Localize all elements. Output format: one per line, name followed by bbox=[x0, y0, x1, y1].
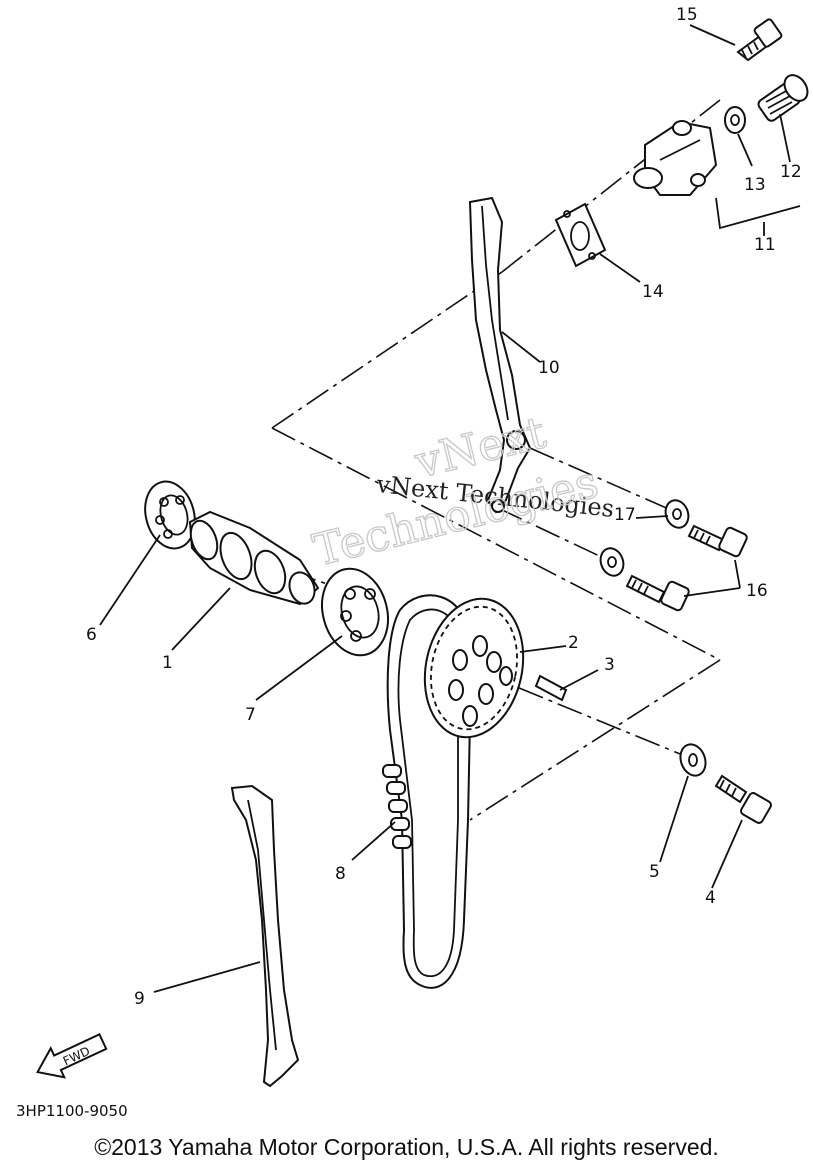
watermark: vNext Technologies vNext Technologies bbox=[308, 407, 616, 578]
camshaft-bearing-left bbox=[144, 480, 196, 550]
tensioner-washer bbox=[724, 106, 746, 134]
tensioner-gasket bbox=[554, 202, 607, 268]
copyright-notice: ©2013 Yamaha Motor Corporation, U.S.A. A… bbox=[94, 1134, 719, 1160]
callout-14: 14 bbox=[642, 282, 664, 302]
callout-12: 12 bbox=[780, 162, 802, 182]
callout-16: 16 bbox=[746, 581, 768, 601]
callout-6: 6 bbox=[86, 625, 97, 645]
diagram-code: 3HP1100-9050 bbox=[16, 1102, 128, 1120]
sprocket-washer bbox=[679, 743, 707, 777]
sprocket-bolt bbox=[714, 774, 772, 824]
cam-chain-tensioner bbox=[633, 120, 718, 196]
cam-sprocket bbox=[423, 597, 525, 739]
callout-8: 8 bbox=[335, 864, 346, 884]
callout-1: 1 bbox=[162, 653, 173, 673]
forward-arrow-icon: FWD bbox=[36, 1033, 108, 1079]
tensioner-cap-bolt bbox=[757, 74, 809, 122]
chain-guide-intake bbox=[230, 784, 300, 1088]
callout-5: 5 bbox=[649, 862, 660, 882]
camshaft bbox=[188, 510, 320, 606]
tensioner-bolt bbox=[736, 18, 783, 62]
guide-washers bbox=[599, 499, 690, 577]
sprocket-pin bbox=[534, 674, 568, 702]
callout-11: 11 bbox=[754, 235, 776, 255]
callout-2: 2 bbox=[568, 633, 579, 653]
callout-17: 17 bbox=[614, 505, 636, 525]
callout-9: 9 bbox=[134, 989, 145, 1009]
chain-links bbox=[382, 764, 412, 849]
callout-numbers: 1 2 3 4 5 6 7 8 9 10 11 12 13 14 15 16 1… bbox=[86, 5, 802, 1009]
callout-4: 4 bbox=[705, 888, 716, 908]
callout-15: 15 bbox=[676, 5, 698, 25]
callout-3: 3 bbox=[604, 655, 615, 675]
callout-10: 10 bbox=[538, 358, 560, 378]
leader-lines bbox=[99, 24, 801, 993]
callout-7: 7 bbox=[245, 705, 256, 725]
fwd-label: FWD bbox=[61, 1044, 92, 1069]
callout-13: 13 bbox=[744, 175, 766, 195]
camshaft-bearing-right bbox=[321, 567, 389, 657]
guide-bolts bbox=[625, 524, 748, 612]
chain-guide-exhaust bbox=[468, 196, 532, 514]
